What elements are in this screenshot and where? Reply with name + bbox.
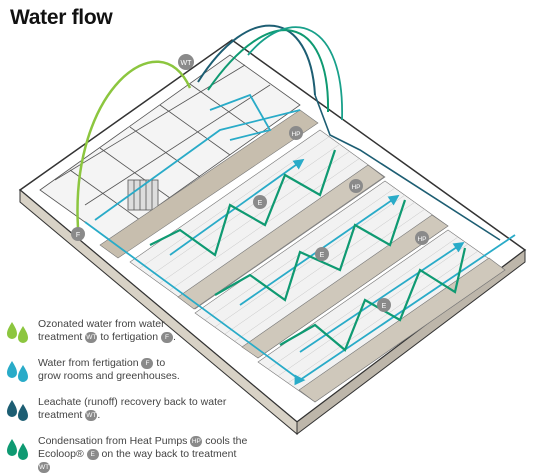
condensation-arc-2 [247,26,343,121]
page-title: Water flow [10,6,113,29]
hp-marker-3: HP [415,231,429,245]
corridor [99,109,319,259]
legend-text: Ozonated water from water treatment WT t… [38,318,176,343]
legend-text: Condensation from Heat Pumps HP cools th… [38,435,248,473]
e-marker-1: E [253,195,267,209]
leachate-lines [314,94,501,241]
wt-marker-label: WT [181,60,193,67]
f-badge: F [161,332,174,343]
legend-text: Leachate (runoff) recovery back to water… [38,396,227,421]
legend-item-fertigation: Water from fertigation F to grow rooms a… [6,357,246,387]
wt-badge: WT [85,410,98,421]
legend-text: Water from fertigation F to grow rooms a… [38,357,180,382]
e-badge: E [86,449,99,460]
hp-marker-label: HP [291,131,300,138]
green-teal-drops-icon [7,439,28,460]
leachate-arc-1 [197,24,316,96]
light-green-drops-icon [7,322,28,343]
legend-item-ozonated: Ozonated water from water treatment WT t… [6,318,246,348]
e-marker-3: E [377,298,391,312]
e-marker-label: E [382,303,387,310]
e-marker-2: E [315,247,329,261]
e-marker-label: E [258,200,263,207]
hp-marker-label: HP [417,236,426,243]
f-badge: F [141,358,154,369]
wt-badge: WT [38,462,51,473]
condensation-arc-1 [207,29,330,113]
hp-marker-2: HP [349,179,363,193]
water-flow-diagram: WT F HP HP HP E E E [18,24,527,436]
legend-item-leachate: Leachate (runoff) recovery back to water… [6,396,246,426]
wt-badge: WT [85,332,98,343]
hp-marker-label: HP [351,184,360,191]
f-marker: F [71,227,85,241]
f-marker-label: F [76,232,80,239]
wt-marker: WT [178,54,194,70]
legend-item-condensation: Condensation from Heat Pumps HP cools th… [6,435,247,473]
hp-marker-1: HP [289,126,303,140]
e-marker-label: E [320,252,325,259]
cyan-drops-icon [7,361,28,382]
legend: Ozonated water from water treatment WT t… [6,318,247,474]
dark-teal-drops-icon [7,400,28,421]
ozonated-water-arc [76,60,192,229]
hp-badge: HP [190,436,203,447]
